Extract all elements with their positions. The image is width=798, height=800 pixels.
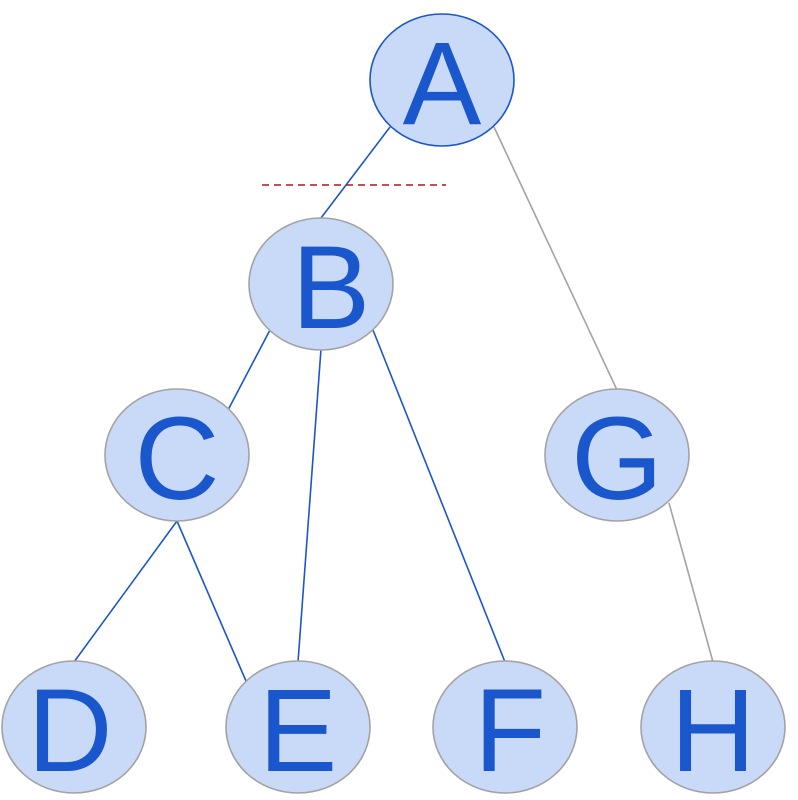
node-d-label: D [27,665,112,797]
node-e-label: E [259,665,338,797]
node-f: F [432,660,578,797]
node-a-label: A [403,18,482,150]
node-e-circle [225,660,371,794]
edge-a-g [493,126,618,391]
node-h-label: H [670,665,755,797]
node-d-circle [1,660,147,794]
edge-c-d [73,520,178,663]
edge-b-c [227,329,271,411]
node-c: C [104,388,250,525]
node-b-label: B [292,222,371,354]
node-f-label: F [474,665,546,797]
edge-b-e [297,348,322,663]
node-a-circle [369,13,515,147]
edge-c-e [176,520,247,682]
node-c-label: C [134,393,219,525]
node-e: E [225,660,371,797]
node-c-circle [104,388,250,522]
node-b: B [248,217,394,354]
node-b-circle [248,217,394,351]
node-f-circle [432,660,578,794]
node-h-circle [640,660,786,794]
node-h: H [640,660,786,797]
edge-a-b [320,126,391,219]
node-g-label: G [571,393,663,525]
edge-b-f [372,329,506,663]
node-d: D [1,660,147,797]
node-g: G [544,388,690,525]
node-g-circle [544,388,690,522]
edge-g-h [668,502,714,663]
node-a: A [369,13,515,150]
